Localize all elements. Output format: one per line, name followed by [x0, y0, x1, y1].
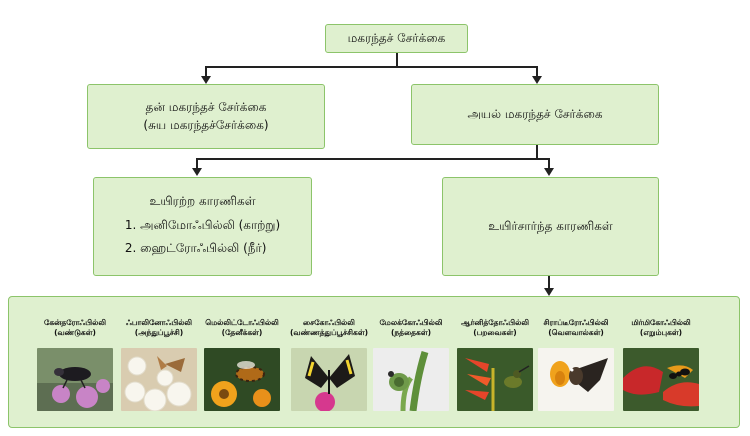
abiotic-agents-box: உயிரற்ற காரணிகள் 1. அனிமோஃபில்லி (காற்று… — [93, 177, 312, 276]
bee-on-flower-icon — [204, 348, 280, 411]
type-name: ஆர்னித்தோஃபில்லி — [461, 318, 529, 327]
arrow-down-icon — [201, 76, 211, 84]
self-pollination-box: தன் மகரந்தச் சேர்க்கை (சுய மகரந்தச்சேர்க… — [87, 84, 325, 149]
cross-pollination-box: அயல் மகரந்தச் சேர்க்கை — [411, 84, 659, 145]
beetle-on-flower-icon — [37, 348, 113, 411]
type-name: கேன்தரோஃபில்லி — [44, 318, 106, 327]
bird-on-flower-icon — [457, 348, 533, 411]
abiotic-list: 1. அனிமோஃபில்லி (காற்று) 2. ஹைட்ரோஃபில்ல… — [125, 214, 280, 260]
type-card-myrmecophily: மிர்மிகோஃபில்லி (எறும்புகள்) — [621, 318, 701, 411]
type-name: சிராப்டீரோஃபில்லி — [543, 318, 609, 327]
connector — [196, 158, 198, 168]
bat-on-flower-icon — [538, 348, 614, 411]
connector — [536, 66, 538, 76]
self-pollination-title: தன் மகரந்தச் சேர்க்கை — [145, 100, 267, 115]
type-card-melittophily: மெல்லிட்டோஃபில்லி (தேனீக்கள்) — [202, 318, 282, 411]
type-card-ornithophily: ஆர்னித்தோஃபில்லி (பறவைகள்) — [455, 318, 535, 411]
type-name: ஃபாலினோஃபில்லி — [125, 318, 193, 327]
connector — [548, 276, 550, 288]
ant-on-flower-icon — [623, 348, 699, 411]
type-agent: (தேனீக்கள்) — [221, 328, 263, 338]
connector — [396, 53, 398, 66]
biotic-types-panel: கேன்தரோஃபில்லி (வண்டுகள்) ஃபாலினோஃபில்லி… — [8, 296, 740, 428]
type-agent: (எறும்புகள்) — [639, 328, 683, 338]
type-name: மிர்மிகோஃபில்லி — [631, 318, 691, 327]
self-pollination-subtitle: (சுய மகரந்தச்சேர்க்கை) — [143, 117, 269, 132]
snail-on-flower-icon — [373, 348, 449, 411]
type-agent: (வண்டுகள்) — [54, 328, 96, 338]
biotic-agents-box: உயிர்சார்ந்த காரணிகள் — [442, 177, 659, 276]
type-card-malacophily: மேலக்கோஃபில்லி (நத்தைகள்) — [371, 318, 451, 411]
moth-on-flower-icon — [121, 348, 197, 411]
type-card-chiropterophily: சிராப்டீரோஃபில்லி (வௌவால்கள்) — [536, 318, 616, 411]
biotic-title: உயிர்சார்ந்த காரணிகள் — [488, 218, 613, 233]
abiotic-title: உயிரற்ற காரணிகள் — [149, 194, 256, 208]
connector — [548, 158, 550, 168]
type-name: மேலக்கோஃபில்லி — [379, 318, 443, 327]
type-agent: (வௌவால்கள்) — [548, 328, 604, 338]
type-name: மெல்லிட்டோஃபில்லி — [205, 318, 279, 327]
type-agent: (வண்ணத்துப்பூச்சிகள்) — [289, 328, 369, 338]
type-card-phalaenophily: ஃபாலினோஃபில்லி (அந்துப்பூச்சி) — [119, 318, 199, 411]
connector — [205, 66, 207, 76]
root-title: மகரந்தச் சேர்க்கை — [347, 30, 446, 45]
arrow-down-icon — [532, 76, 542, 84]
connector — [196, 158, 549, 160]
type-card-cantharophily: கேன்தரோஃபில்லி (வண்டுகள்) — [35, 318, 115, 411]
abiotic-item-hydrophily: 2. ஹைட்ரோஃபில்லி (நீர்) — [124, 241, 267, 256]
arrow-down-icon — [192, 168, 202, 176]
arrow-down-icon — [544, 168, 554, 176]
type-agent: (நத்தைகள்) — [390, 328, 432, 338]
type-name: சைகோஃபில்லி — [303, 318, 355, 327]
abiotic-item-anemophily: 1. அனிமோஃபில்லி (காற்று) — [124, 218, 281, 233]
connector — [536, 145, 538, 158]
connector — [205, 66, 537, 68]
type-agent: (பறவைகள்) — [473, 328, 517, 338]
type-card-psychophily: சைகோஃபில்லி (வண்ணத்துப்பூச்சிகள்) — [289, 318, 369, 411]
butterfly-on-flower-icon — [291, 348, 367, 411]
root-box: மகரந்தச் சேர்க்கை — [325, 24, 468, 53]
arrow-down-icon — [544, 288, 554, 296]
cross-pollination-title: அயல் மகரந்தச் சேர்க்கை — [467, 106, 603, 121]
type-agent: (அந்துப்பூச்சி) — [134, 328, 184, 338]
